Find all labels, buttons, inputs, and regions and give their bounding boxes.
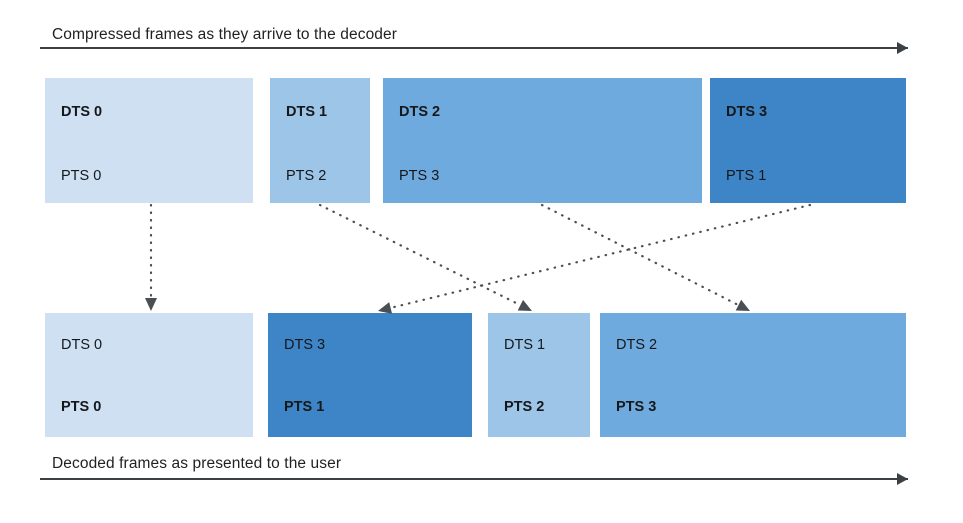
decoded-frame-3-pts-label: PTS 3 <box>616 399 657 415</box>
decoded-frame-2: DTS 1 PTS 2 <box>488 313 590 437</box>
compressed-frame-3-pts-label: PTS 1 <box>726 168 767 184</box>
decoded-frame-1-dts-label: DTS 3 <box>284 337 326 353</box>
top-caption: Compressed frames as they arrive to the … <box>52 26 397 43</box>
compressed-frame-0-pts-label: PTS 0 <box>61 168 102 184</box>
compressed-frame-1: DTS 1 PTS 2 <box>270 78 370 203</box>
compressed-frame-2-dts-label: DTS 2 <box>399 104 441 120</box>
bottom-axis-line <box>40 478 908 480</box>
connector-line-2 <box>540 203 740 307</box>
decoded-frame-1-pts-label: PTS 1 <box>284 399 325 415</box>
connector-arrowhead-icon-1 <box>517 299 532 311</box>
compressed-frame-2-pts-label: PTS 3 <box>399 168 440 184</box>
decoded-frame-0-dts-label: DTS 0 <box>61 337 103 353</box>
decoded-frame-1: DTS 3 PTS 1 <box>268 313 472 437</box>
compressed-frame-1-dts-label: DTS 1 <box>286 104 328 120</box>
compressed-frame-2: DTS 2 PTS 3 <box>383 78 702 203</box>
bottom-caption: Decoded frames as presented to the user <box>52 455 342 472</box>
decoded-frame-3: DTS 2 PTS 3 <box>600 313 906 437</box>
decoded-frame-0: DTS 0 PTS 0 <box>45 313 253 437</box>
decoded-frame-0-pts-label: PTS 0 <box>61 399 102 415</box>
connector-line-1 <box>318 203 522 307</box>
top-axis-line <box>40 47 908 49</box>
connector-arrowhead-icon-0 <box>145 298 157 311</box>
decoded-frame-2-pts-label: PTS 2 <box>504 399 545 415</box>
compressed-frame-0: DTS 0 PTS 0 <box>45 78 253 203</box>
compressed-frame-1-pts-label: PTS 2 <box>286 168 327 184</box>
connector-arrowhead-icon-2 <box>735 299 750 311</box>
compressed-frame-3: DTS 3 PTS 1 <box>710 78 906 203</box>
compressed-frame-3-dts-label: DTS 3 <box>726 104 768 120</box>
connector-arrowhead-icon-3 <box>378 302 393 314</box>
compressed-frame-0-dts-label: DTS 0 <box>61 104 103 120</box>
connector-line-3 <box>389 203 812 310</box>
decoded-frame-3-dts-label: DTS 2 <box>616 337 658 353</box>
top-axis-arrowhead-icon <box>897 42 908 54</box>
decoded-frame-2-dts-label: DTS 1 <box>504 337 546 353</box>
bottom-axis-arrowhead-icon <box>897 473 908 485</box>
